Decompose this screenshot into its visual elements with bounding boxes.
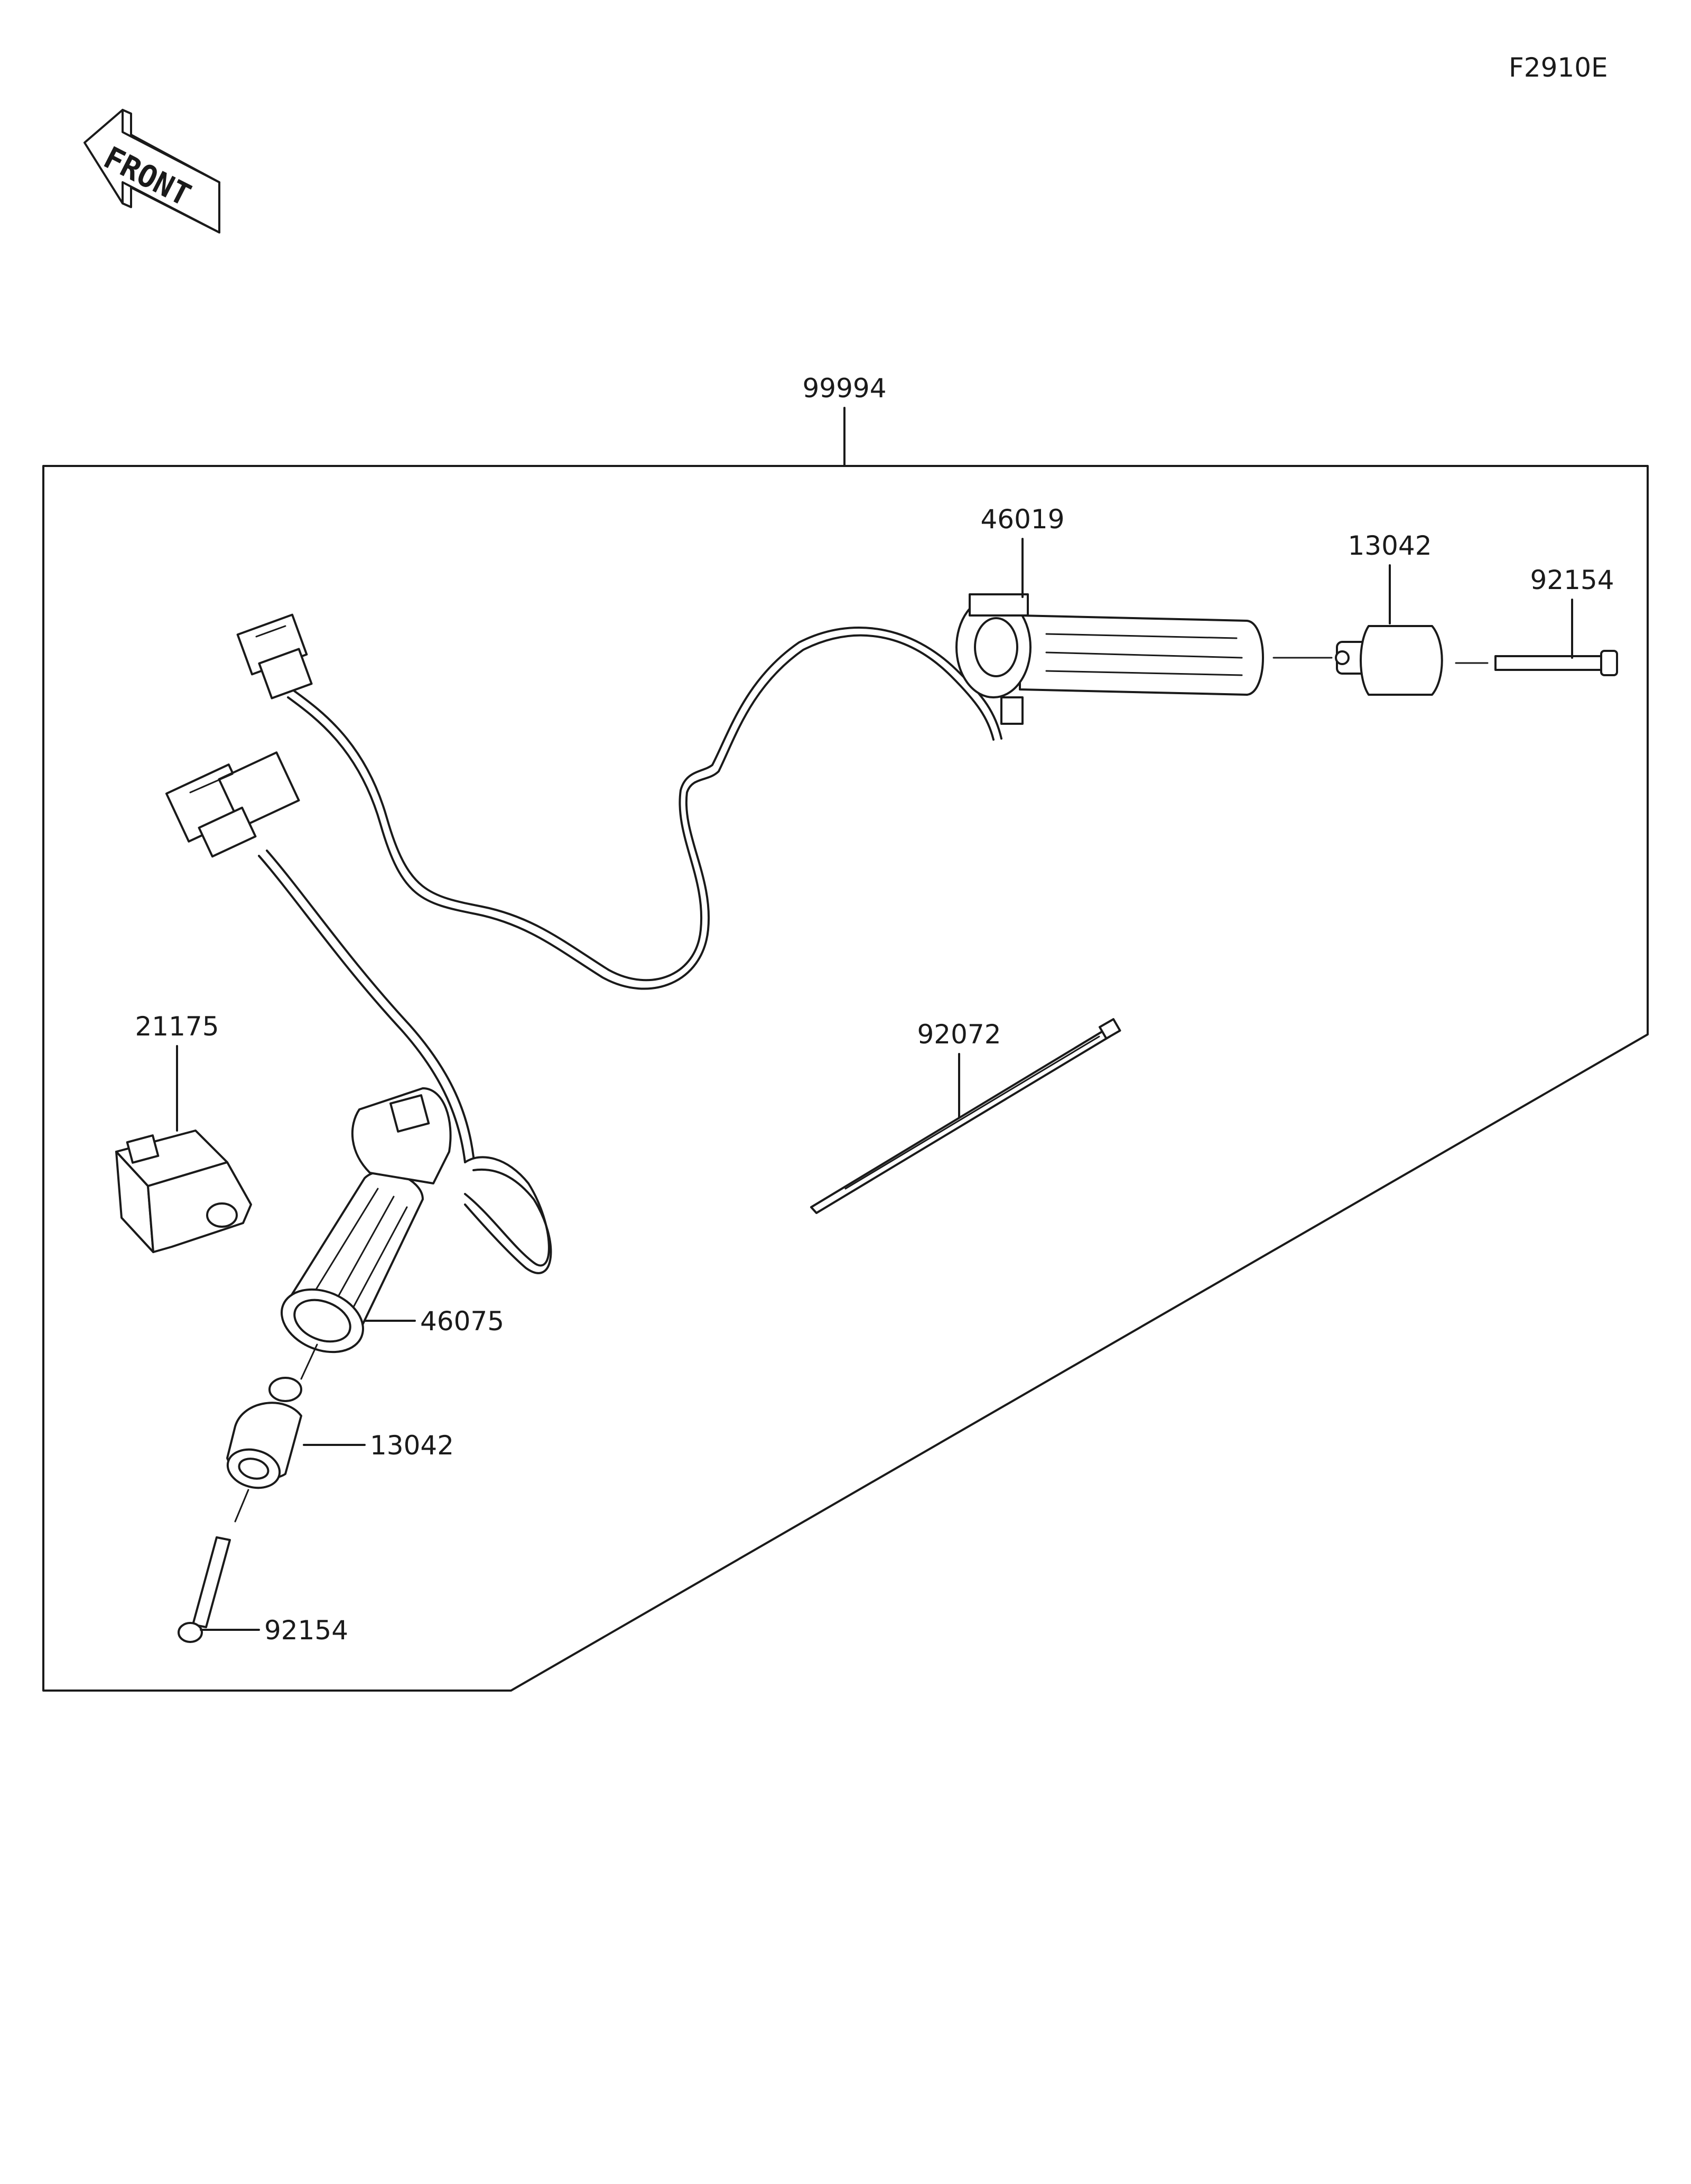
- connector-line-screw-left: [234, 1489, 249, 1523]
- label-21175: 21175: [135, 1011, 219, 1042]
- connector-line-left: [300, 1343, 318, 1380]
- assembly-outline: [42, 465, 1649, 1692]
- label-92154-right: 92154: [1530, 565, 1614, 595]
- heated-grip-right: [955, 593, 1264, 725]
- label-13042-right: 13042: [1348, 530, 1432, 561]
- heated-grip-left: [281, 1087, 452, 1354]
- cable-tie: [810, 1018, 1121, 1214]
- label-46019: 46019: [980, 504, 1064, 535]
- label-99994: 99994: [802, 373, 886, 404]
- connector-top: [236, 613, 313, 699]
- label-92072: 92072: [917, 1019, 1001, 1050]
- connector-pair: [165, 751, 300, 858]
- end-weight-left: [226, 1377, 302, 1489]
- front-arrow-icon: FRONT: [83, 109, 220, 234]
- figure-code: F2910E: [1509, 52, 1608, 83]
- end-weight-right: [1335, 625, 1443, 696]
- controller-unit: [115, 1130, 252, 1253]
- wiring-harness: [258, 626, 1002, 1274]
- screw-left: [178, 1536, 231, 1643]
- screw-right: [1494, 650, 1618, 676]
- label-92154-left: 92154: [264, 1615, 348, 1646]
- label-13042-left: 13042: [370, 1430, 454, 1461]
- label-46075: 46075: [420, 1306, 504, 1337]
